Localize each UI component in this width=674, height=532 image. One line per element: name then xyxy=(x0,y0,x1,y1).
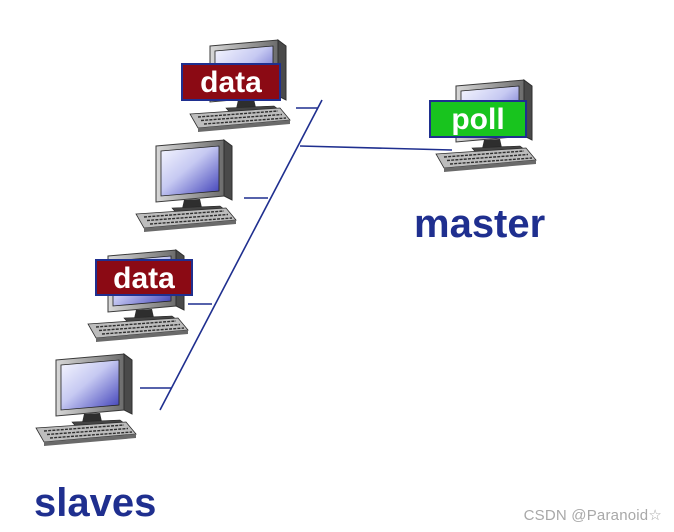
slave-computer-2 xyxy=(135,139,237,233)
master-label: master xyxy=(414,202,546,246)
data-badge-top-text: data xyxy=(200,66,262,99)
bus-backbone xyxy=(159,99,323,411)
data-badge-top: data xyxy=(181,63,281,101)
bus-network xyxy=(140,99,453,411)
watermark-text: CSDN @Paranoid☆ xyxy=(523,507,662,524)
data-badge-mid: data xyxy=(95,259,193,296)
data-badge-mid-text: data xyxy=(113,262,175,295)
slave-computer-4 xyxy=(35,353,137,447)
bus-link-master xyxy=(299,145,453,151)
slaves-label: slaves xyxy=(34,481,157,525)
poll-badge-text: poll xyxy=(451,103,504,136)
poll-badge: poll xyxy=(429,100,527,138)
